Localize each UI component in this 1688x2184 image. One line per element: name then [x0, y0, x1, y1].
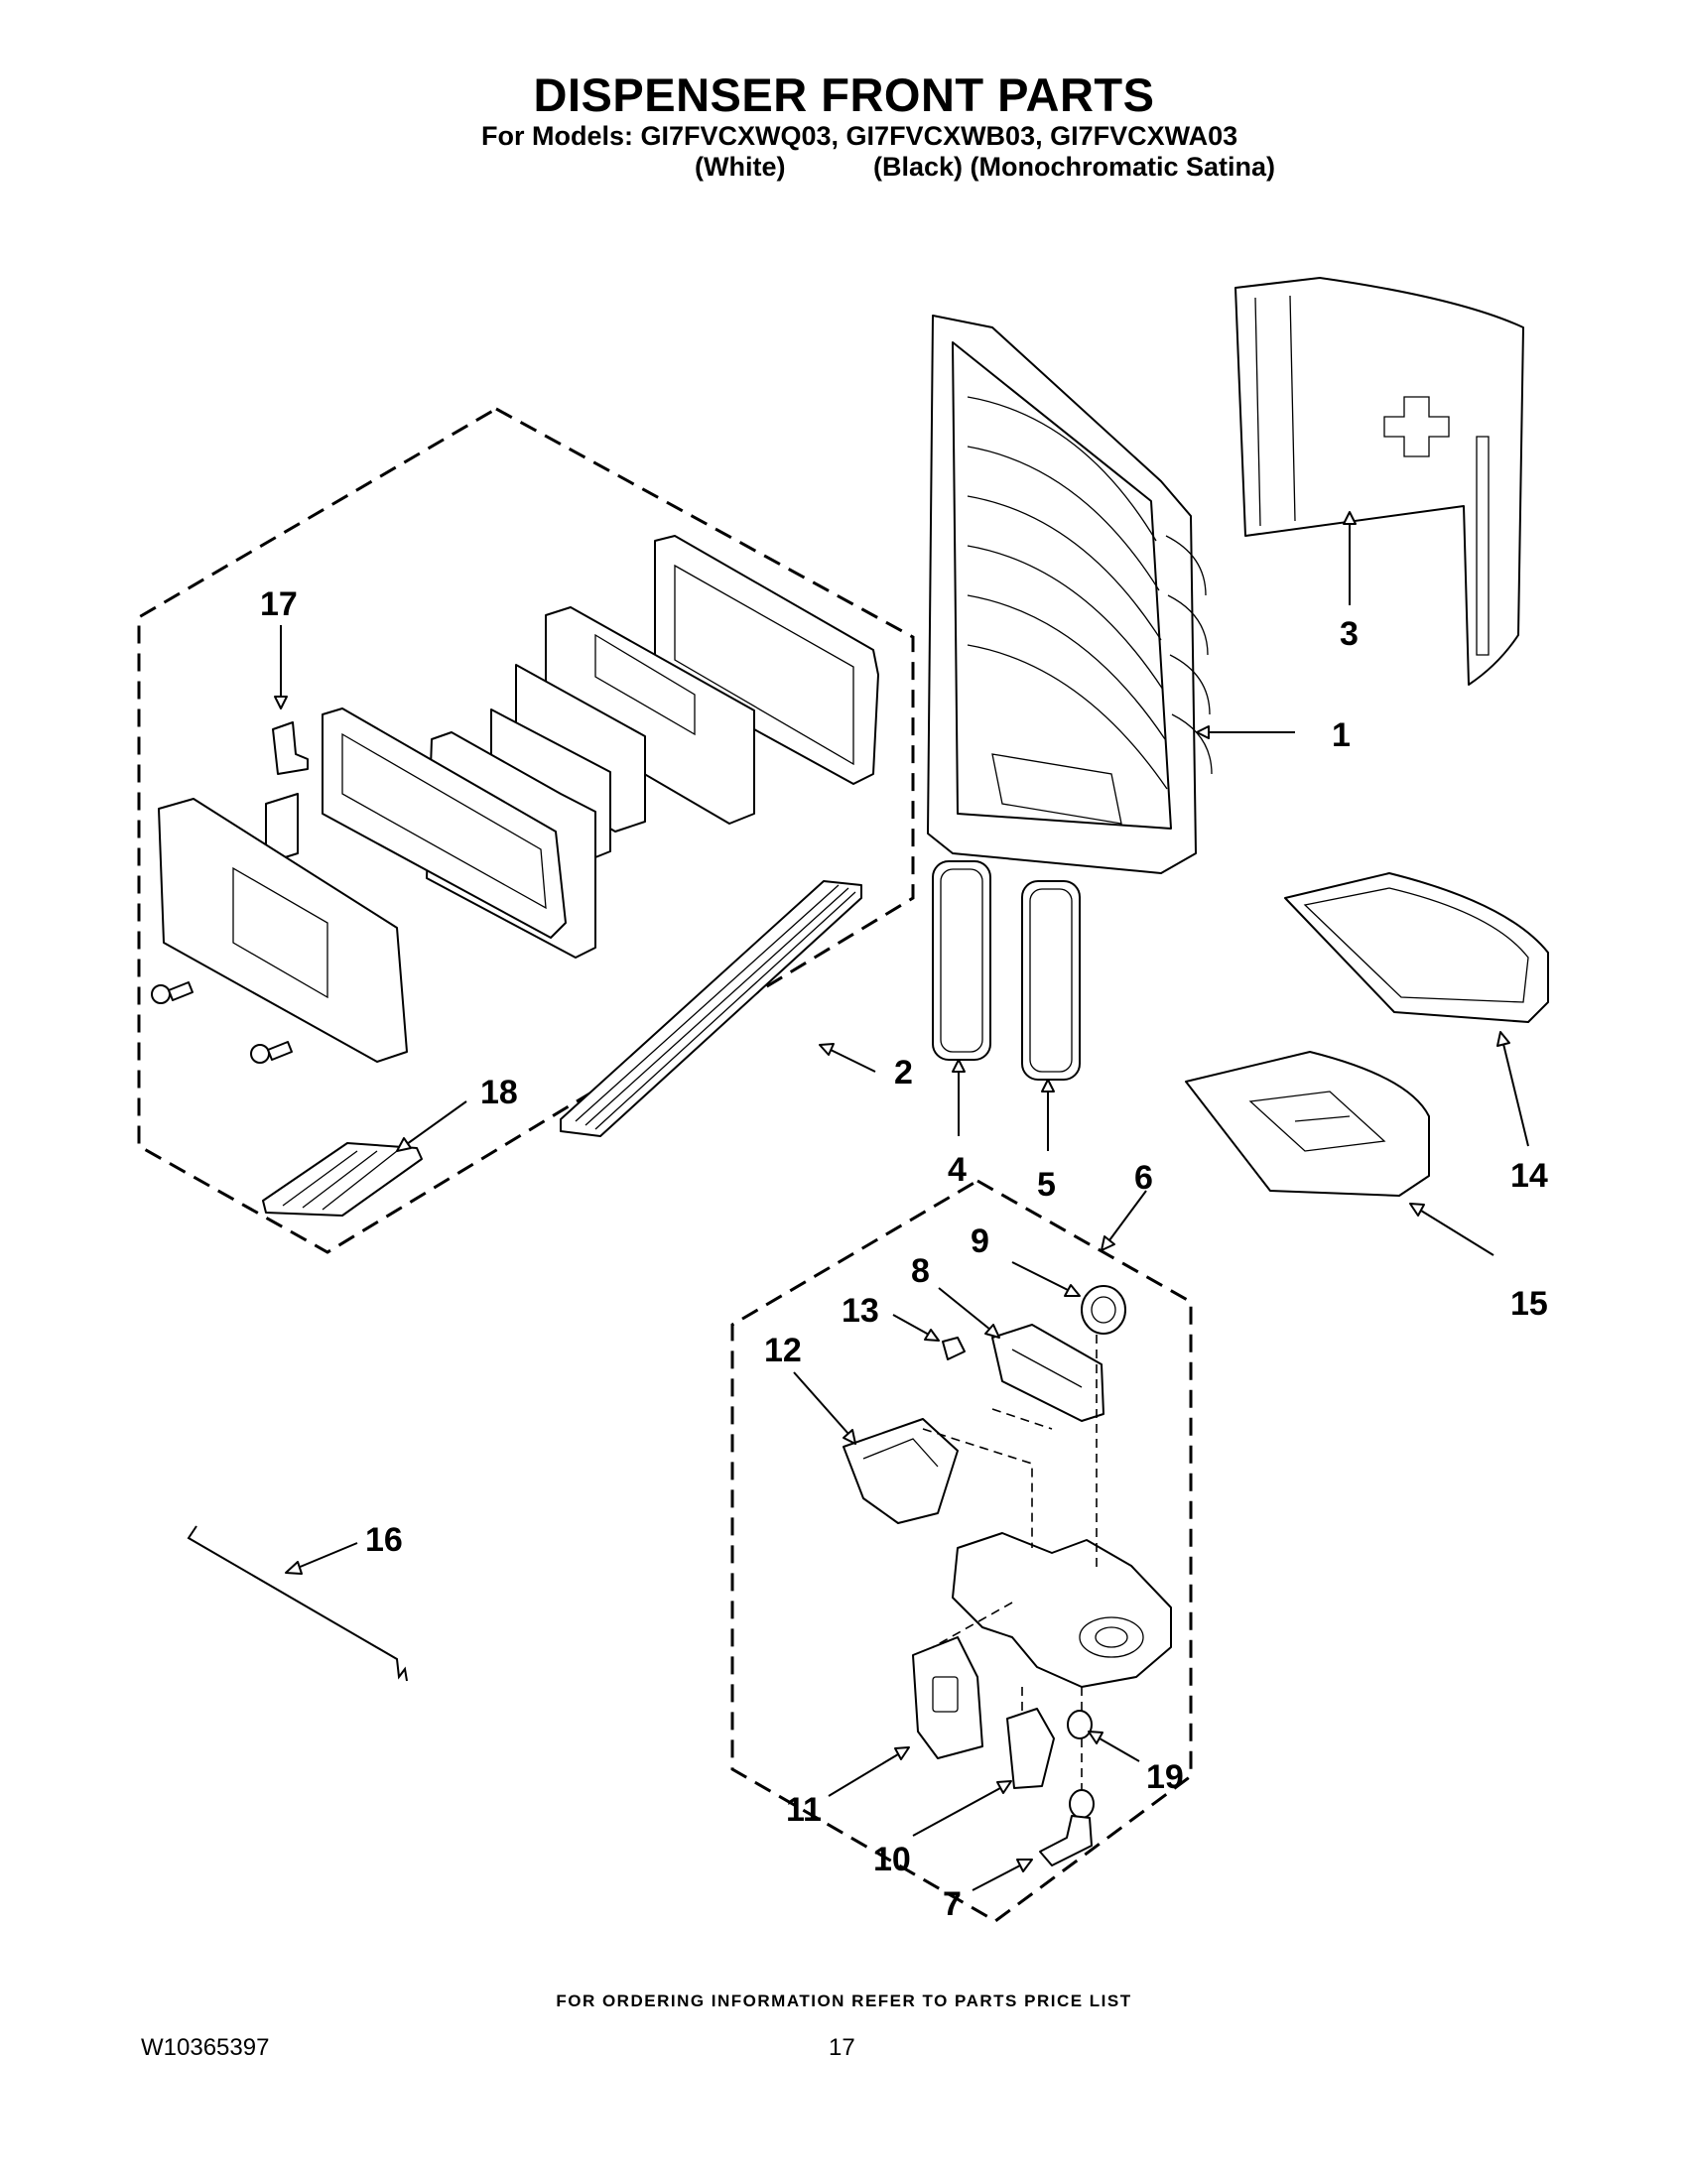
models-line: For Models: GI7FVCXWQ03, GI7FVCXWB03, GI…	[481, 121, 1238, 151]
housing-assembly-dashed-outline	[730, 1179, 1193, 1923]
callout-13: 13	[842, 1292, 879, 1330]
part-wire-rod	[187, 1525, 408, 1682]
callout-16: 16	[365, 1521, 403, 1559]
callout-3: 3	[1340, 615, 1359, 653]
ordering-note: FOR ORDERING INFORMATION REFER TO PARTS …	[556, 1991, 1132, 2010]
part-control-panel-stack	[151, 535, 879, 1137]
callout-14: 14	[1510, 1157, 1548, 1195]
part-connector	[262, 1142, 423, 1217]
variant-black-satina: (Black) (Monochromatic Satina)	[873, 152, 1276, 182]
part-drip-tray-grille	[1185, 1051, 1430, 1197]
callout-11: 11	[786, 1791, 822, 1829]
callout-15: 15	[1510, 1285, 1548, 1323]
callout-17: 17	[260, 585, 298, 623]
document-number: W10365397	[141, 2034, 270, 2061]
variant-white: (White)	[695, 152, 786, 182]
part-pad-left	[932, 860, 991, 1061]
callout-1: 1	[1332, 716, 1351, 754]
callout-7: 7	[943, 1885, 962, 1923]
part-drip-tray	[1284, 872, 1549, 1023]
callout-8: 8	[911, 1252, 930, 1290]
control-assembly-dashed-outline	[137, 407, 915, 1254]
callout-18: 18	[480, 1074, 518, 1111]
callout-9: 9	[971, 1222, 989, 1260]
page-number: 17	[829, 2034, 855, 2061]
callout-6: 6	[1134, 1159, 1153, 1197]
part-dispenser-housing	[843, 1285, 1172, 1866]
callout-4: 4	[948, 1151, 967, 1189]
part-dispenser-frame	[927, 315, 1213, 874]
part-frame-cover	[1234, 277, 1524, 686]
page-title: DISPENSER FRONT PARTS	[533, 68, 1155, 121]
callout-2: 2	[894, 1054, 913, 1092]
callout-12: 12	[764, 1332, 802, 1369]
callout-10: 10	[873, 1841, 911, 1878]
callout-19: 19	[1146, 1758, 1184, 1796]
leader-lines	[274, 511, 1529, 1891]
part-pad-right	[1021, 880, 1081, 1081]
callout-5: 5	[1037, 1166, 1056, 1204]
